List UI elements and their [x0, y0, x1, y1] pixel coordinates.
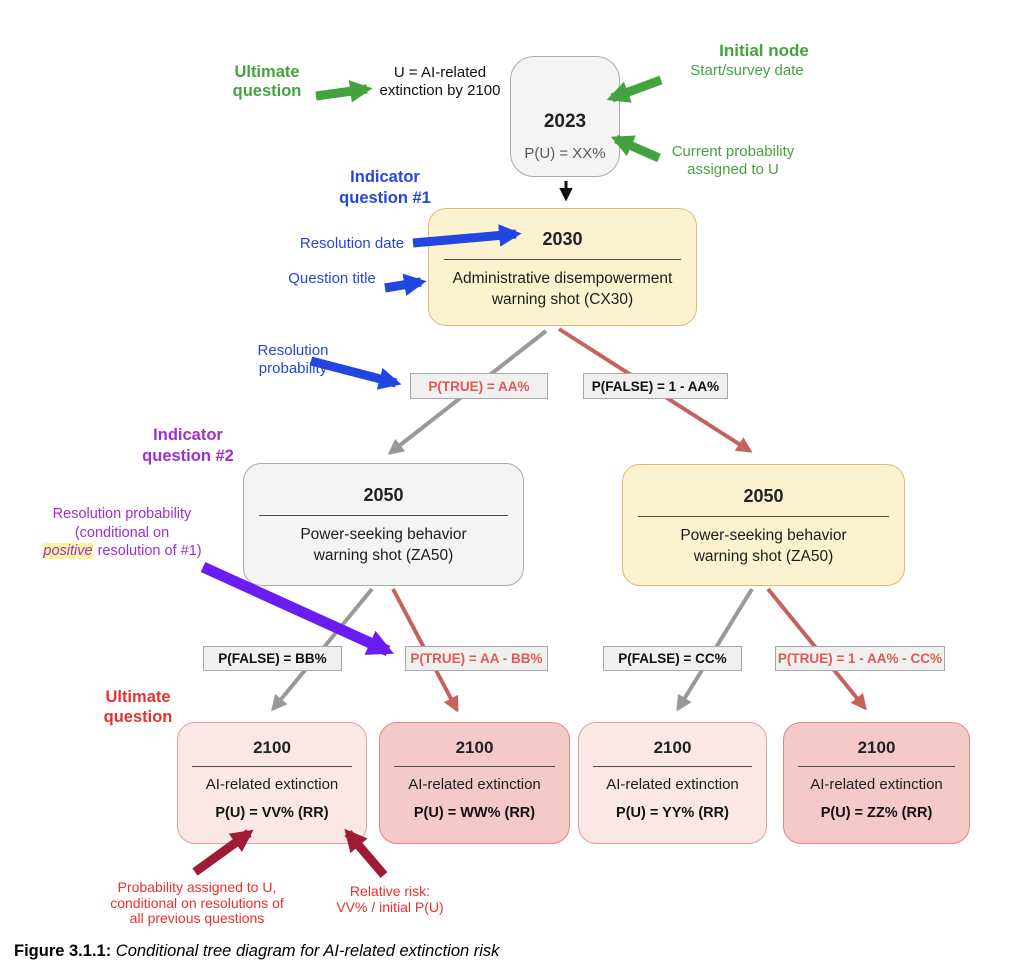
node-2100-1-year: 2100 [253, 738, 291, 757]
current-probability-line2: assigned to U [687, 161, 779, 178]
resolution-date-label: Resolution date [299, 235, 405, 252]
edge-label-p-true-aa-bb: P(TRUE) = AA - BB% [405, 646, 548, 671]
node-2100-4-title: AI-related extinction [810, 776, 943, 793]
conditional-probability-line3-rest: resolution of #1) [93, 543, 202, 559]
node-2100-2-probability: P(U) = WW% (RR) [413, 805, 536, 821]
relative-risk-line1: Relative risk: [349, 883, 431, 899]
node-2100-3-probability: P(U) = YY% (RR) [616, 805, 729, 821]
edge-label-p-false-cc: P(FALSE) = CC% [603, 646, 742, 671]
node-2100-3-title: AI-related extinction [606, 776, 739, 793]
node-2050-left-title-line2: warning shot (ZA50) [313, 547, 454, 564]
node-divider [394, 766, 555, 767]
ultimate-question-bottom-line1: Ultimate [105, 688, 171, 706]
node-2100-2-title: AI-related extinction [408, 776, 541, 793]
ultimate-question-top-line1: Ultimate [234, 63, 300, 81]
green-arrow-current-probability-icon [610, 134, 661, 163]
node-2100-4-year: 2100 [857, 738, 896, 757]
node-2050-right-year: 2050 [743, 486, 784, 506]
node-2023: 2023 P(U) = XX% [510, 56, 620, 177]
conditional-probability-line2: (conditional on [74, 524, 170, 541]
node-2030-title: Administrative disempowerment warning sh… [453, 268, 673, 310]
indicator-question-1-heading: Indicator question #1 [339, 167, 431, 209]
probability-assigned-line2: conditional on resolutions of [110, 894, 284, 911]
indicator-question-1-line2: question #1 [339, 189, 431, 207]
node-divider [259, 515, 508, 516]
node-divider [638, 516, 889, 517]
probability-assigned-line1: Probability assigned to U, [117, 879, 277, 895]
node-2030-year: 2030 [542, 229, 583, 249]
node-divider [444, 259, 681, 260]
node-2030-title-line2: warning shot (CX30) [491, 291, 634, 308]
node-2100-1-title: AI-related extinction [205, 776, 339, 793]
node-2023-probability: P(U) = XX% [524, 145, 606, 162]
current-probability-line1: Current probability [671, 143, 795, 160]
probability-assigned-note: Probability assigned to U, conditional o… [110, 879, 284, 927]
initial-node-heading: Initial node [719, 41, 809, 60]
node-2100-3: 2100 AI-related extinction P(U) = YY% (R… [578, 722, 767, 844]
indicator-question-2-heading: Indicator question #2 [142, 425, 234, 467]
edge-label-p-true-1-aa-cc: P(TRUE) = 1 - AA% - CC% [775, 646, 945, 671]
node-2030: 2030 Administrative disempowerment warni… [428, 208, 697, 326]
indicator-question-1-line1: Indicator [350, 168, 420, 186]
ultimate-question-top-label: Ultimate question [233, 63, 302, 101]
node-divider [798, 766, 955, 767]
conditional-resolution-probability-label: Resolution probability (conditional on p… [42, 505, 202, 561]
node-2030-title-line1: Administrative disempowerment [452, 270, 673, 287]
node-2050-right-title-line2: warning shot (ZA50) [693, 548, 834, 565]
conditional-probability-line3: positive resolution of #1) [42, 542, 202, 561]
node-2023-year: 2023 [543, 111, 587, 132]
start-survey-date-label: Start/survey date [690, 62, 804, 79]
node-2100-4: 2100 AI-related extinction P(U) = ZZ% (R… [783, 722, 970, 844]
node-2100-2: 2100 AI-related extinction P(U) = WW% (R… [379, 722, 570, 844]
edge-label-p-false-bb: P(FALSE) = BB% [203, 646, 342, 671]
node-2100-2-year: 2100 [455, 738, 494, 757]
node-2050-left-title-line1: Power-seeking behavior [300, 526, 467, 543]
green-arrow-ultimate-question-icon [315, 80, 373, 103]
ultimate-question-bottom-label: Ultimate question [104, 688, 173, 727]
figure-caption: Figure 3.1.1: Conditional tree diagram f… [14, 942, 499, 961]
blue-arrow-question-title-icon [384, 273, 427, 296]
node-divider [593, 766, 752, 767]
positive-highlight: positive [42, 543, 94, 559]
current-probability-label: Current probability assigned to U [672, 143, 795, 179]
resolution-probability-line2: probability [258, 359, 328, 377]
figure-caption-text: Conditional tree diagram for AI-related … [111, 942, 500, 960]
node-2050-left-title: Power-seeking behavior warning shot (ZA5… [300, 524, 466, 566]
edge-label-p-true-aa: P(TRUE) = AA% [410, 373, 548, 399]
question-title-label: Question title [288, 270, 376, 287]
node-2050-right-title-line1: Power-seeking behavior [680, 527, 847, 544]
u-definition-label: U = AI-related extinction by 2100 [380, 64, 501, 100]
u-definition-line2: extinction by 2100 [379, 82, 501, 99]
u-definition-line1: U = AI-related [393, 64, 487, 81]
node-2050-right: 2050 Power-seeking behavior warning shot… [622, 464, 905, 586]
ultimate-question-top-line2: question [232, 82, 302, 100]
ultimate-question-bottom-line2: question [103, 707, 173, 726]
edge-label-p-false-1-aa: P(FALSE) = 1 - AA% [583, 373, 728, 399]
node-2100-4-probability: P(U) = ZZ% (RR) [820, 805, 933, 821]
node-2100-3-year: 2100 [653, 738, 692, 757]
node-2050-left-year: 2050 [363, 485, 404, 505]
node-2050-right-title: Power-seeking behavior warning shot (ZA5… [680, 525, 846, 567]
probability-assigned-line3: all previous questions [129, 910, 265, 926]
node-2100-1: 2100 AI-related extinction P(U) = VV% (R… [177, 722, 367, 844]
resolution-probability-line1: Resolution [257, 342, 329, 359]
figure-caption-number: Figure 3.1.1: [14, 942, 112, 960]
node-divider [192, 766, 352, 767]
node-2050-left: 2050 Power-seeking behavior warning shot… [243, 463, 524, 586]
relative-risk-line2: VV% / initial P(U) [336, 898, 444, 915]
resolution-probability-label: Resolution probability [258, 342, 329, 377]
indicator-question-2-line1: Indicator [153, 426, 223, 444]
relative-risk-note: Relative risk: VV% / initial P(U) [336, 883, 444, 915]
indicator-question-2-line2: question #2 [142, 447, 234, 465]
conditional-probability-line1: Resolution probability [52, 506, 192, 522]
node-2100-1-probability: P(U) = VV% (RR) [215, 805, 329, 821]
